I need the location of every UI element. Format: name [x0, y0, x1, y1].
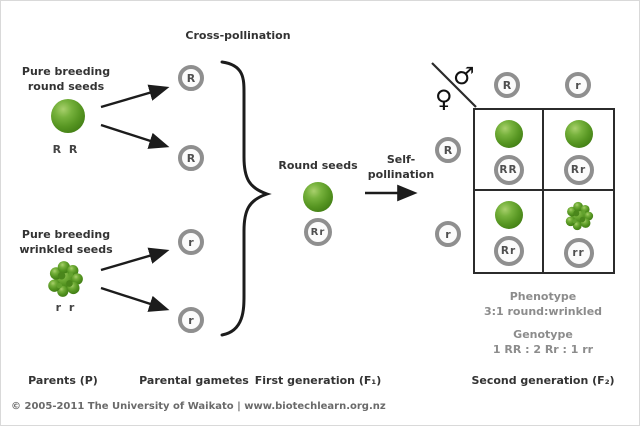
male-symbol: ♂ [453, 62, 475, 90]
gamete-circle-R1: R [178, 65, 204, 91]
parent-round-title-line1: Pure breeding [21, 65, 111, 78]
parent-wrinkled-genotype: r r [55, 301, 77, 314]
round-seed-icon [494, 201, 523, 229]
parent-wrinkled-title: Pure breeding wrinkled seeds [6, 227, 126, 257]
genotype-title: Genotype [513, 328, 573, 341]
punnett-cell-RR: RR [475, 110, 544, 191]
stage-label-first-generation: First generation (F₁) [254, 374, 382, 387]
genotype-circle: Rr [563, 155, 594, 185]
phenotype-ratio: 3:1 round:wrinkled [483, 305, 603, 318]
gamete-circle-r1: r [178, 229, 204, 255]
seed-slot [494, 120, 523, 148]
cross-pollination-label: Cross-pollination [185, 29, 291, 42]
parent-round-title: Pure breeding round seeds [6, 64, 126, 94]
round-seed-icon [494, 120, 523, 148]
stage-label-parents: Parents (P) [28, 374, 98, 387]
self-pollination-line2: pollination [367, 168, 435, 181]
gamete-circle-r2: r [178, 307, 204, 333]
parent-wrinkled-title-line2: wrinkled seeds [19, 243, 113, 256]
genotype-result: Genotype 1 RR : 2 Rr : 1 rr [453, 327, 633, 357]
round-seed-parent [51, 99, 85, 133]
f1-genotype-circle: Rr [304, 218, 332, 246]
brace [220, 60, 272, 337]
punnett-row-header-r: r [435, 221, 461, 247]
punnett-cell-Rr-top: Rr [544, 110, 613, 191]
seed-slot [564, 120, 593, 148]
f1-label: Round seeds [278, 159, 358, 172]
punnett-cell-rr: rr [544, 191, 613, 272]
wrinkled-seed-icon [564, 201, 594, 231]
gamete-circle-R2: R [178, 145, 204, 171]
female-symbol: ♀ [435, 85, 453, 113]
round-seed-icon [564, 120, 593, 148]
parent-round-genotype: R R [52, 143, 80, 156]
punnett-col-header-r: r [565, 72, 591, 98]
genotype-circle: RR [493, 155, 524, 185]
genotype-circle: rr [563, 238, 594, 268]
stage-label-parental-gametes: Parental gametes [139, 374, 249, 387]
round-seed-f1 [303, 182, 333, 212]
punnett-cell-Rr-bottom: Rr [475, 191, 544, 272]
self-pollination-line1: Self- [386, 153, 416, 166]
punnett-col-header-R: R [494, 72, 520, 98]
parent-wrinkled-title-line1: Pure breeding [21, 228, 111, 241]
self-pollination-label: Self- pollination [356, 152, 446, 182]
punnett-square: RR Rr Rr rr [473, 108, 615, 274]
genotype-circle: Rr [493, 236, 524, 266]
wrinkled-seed-parent [46, 260, 84, 298]
seed-slot [564, 201, 594, 231]
parent-round-title-line2: round seeds [27, 80, 105, 93]
phenotype-result: Phenotype 3:1 round:wrinkled [453, 289, 633, 319]
phenotype-title: Phenotype [509, 290, 577, 303]
seed-slot [494, 201, 523, 229]
stage-label-second-generation: Second generation (F₂) [471, 374, 615, 387]
punnett-row-header-R: R [435, 137, 461, 163]
copyright-text: © 2005-2011 The University of Waikato | … [11, 401, 386, 412]
genotype-ratio: 1 RR : 2 Rr : 1 rr [492, 343, 594, 356]
